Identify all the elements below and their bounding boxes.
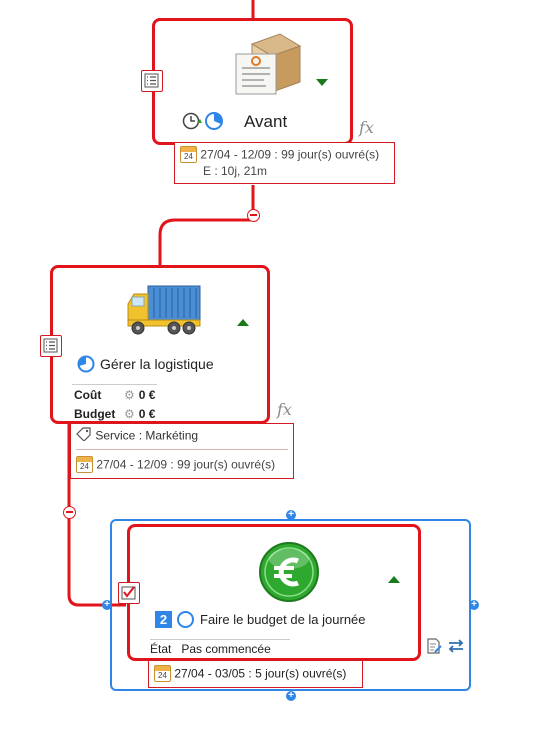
status-row: État Pas commencée xyxy=(150,639,290,656)
euro-icon xyxy=(259,542,319,602)
swap-arrows-icon[interactable] xyxy=(447,638,465,654)
collapse-toggle[interactable] xyxy=(63,506,76,519)
date-range: 27/04 - 03/05 : 5 jour(s) ouvré(s) xyxy=(174,666,347,681)
date-range: 27/04 - 12/09 : 99 jour(s) ouvré(s) xyxy=(96,457,276,472)
task-info-panel: 24 27/04 - 03/05 : 5 jour(s) ouvré(s) xyxy=(148,660,363,688)
package-icon xyxy=(235,33,302,95)
budget-label: Budget xyxy=(74,406,116,421)
add-handle-top[interactable]: + xyxy=(286,510,296,520)
progress-pie-icon xyxy=(205,112,223,130)
formula-icon[interactable]: fx xyxy=(359,118,374,137)
task-list-icon[interactable] xyxy=(141,70,163,92)
tag-icon xyxy=(76,427,92,444)
calendar-icon: 24 xyxy=(180,146,197,163)
cost-label: Coût xyxy=(74,387,102,402)
budget-row: Budget ⚙ 0 € xyxy=(72,404,157,423)
note-edit-icon[interactable] xyxy=(425,637,443,655)
add-handle-bottom[interactable]: + xyxy=(286,691,296,701)
expand-toggle-icon[interactable] xyxy=(316,79,328,86)
collapse-arrow-icon[interactable] xyxy=(237,319,249,326)
task-info-panel: Service : Markéting 24 27/04 - 12/09 : 9… xyxy=(70,423,294,479)
collapse-toggle[interactable] xyxy=(247,209,260,222)
cost-value: 0 € xyxy=(138,387,156,402)
status-value: Pas commencée xyxy=(181,642,271,656)
cost-table: Coût ⚙ 0 € Budget ⚙ 0 € xyxy=(72,384,158,423)
priority-badge: 2 xyxy=(155,611,172,628)
status-label: État xyxy=(150,642,172,656)
task-title: Avant xyxy=(244,112,288,131)
collapse-arrow-icon[interactable] xyxy=(388,576,400,583)
task-title: Gérer la logistique xyxy=(100,356,214,372)
task-list-icon[interactable] xyxy=(40,335,62,357)
cost-row: Coût ⚙ 0 € xyxy=(72,384,158,405)
status-circle-icon[interactable] xyxy=(177,611,194,628)
checklist-icon[interactable] xyxy=(118,582,140,604)
task-title: Faire le budget de la journée xyxy=(200,612,366,627)
formula-icon[interactable]: fx xyxy=(277,400,292,419)
add-handle-right[interactable]: + xyxy=(469,600,479,610)
date-range: 27/04 - 12/09 : 99 jour(s) ouvré(s) xyxy=(200,147,380,162)
calendar-icon: 24 xyxy=(76,456,93,473)
service-label: Service : Markéting xyxy=(95,428,199,443)
add-handle-left[interactable]: + xyxy=(102,600,112,610)
effort-text: E : 10j, 21m xyxy=(203,164,268,178)
calendar-icon: 24 xyxy=(154,665,171,682)
progress-circle-icon xyxy=(77,355,95,373)
task-info-panel: 24 27/04 - 12/09 : 99 jour(s) ouvré(s) E… xyxy=(174,142,395,184)
truck-icon xyxy=(127,285,201,335)
clock-progress-icon xyxy=(182,112,202,130)
gear-icon: ⚙ xyxy=(124,387,135,402)
budget-value: 0 € xyxy=(138,406,156,421)
gear-icon: ⚙ xyxy=(124,406,135,421)
